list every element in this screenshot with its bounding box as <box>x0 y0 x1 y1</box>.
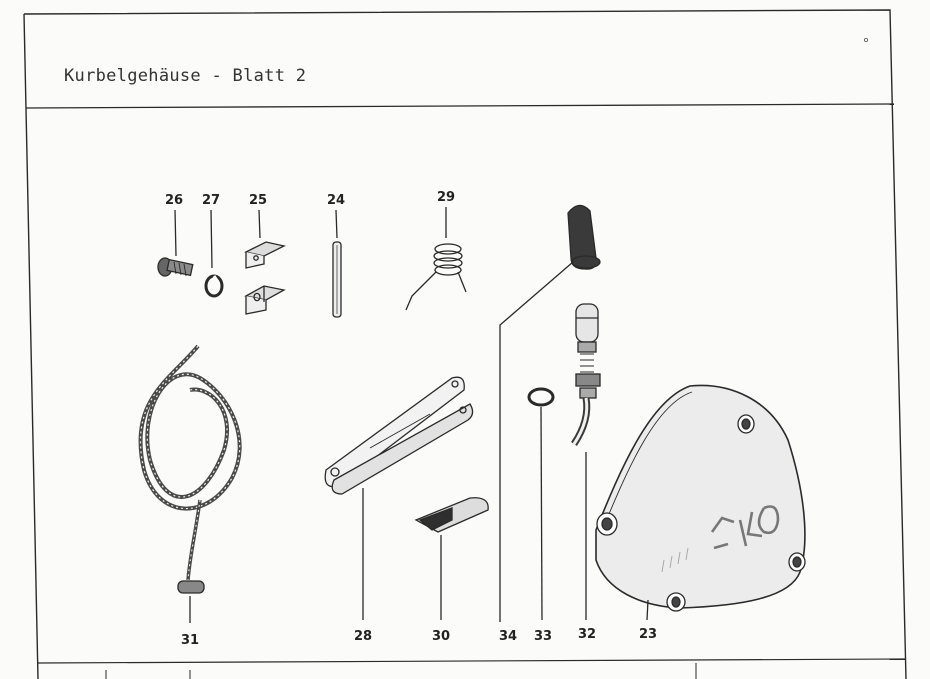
page-title: Kurbelgehäuse - Blatt 2 <box>64 66 307 86</box>
part-34-cap <box>499 204 601 622</box>
label-part-34: 34 <box>498 629 518 644</box>
part-33-washer <box>527 387 555 621</box>
label-part-29: 29 <box>436 190 456 205</box>
label-part-33: 33 <box>533 629 553 644</box>
label-part-31: 31 <box>180 633 200 648</box>
label-part-27: 27 <box>201 193 221 208</box>
label-part-30: 30 <box>431 629 451 644</box>
part-31-rope <box>138 344 242 623</box>
part-28-lever <box>324 376 474 620</box>
label-part-32: 32 <box>577 627 597 642</box>
part-32-fitting <box>571 303 601 620</box>
part-24-pin <box>332 209 342 318</box>
label-part-26: 26 <box>164 193 184 208</box>
part-27-washer <box>204 209 224 298</box>
part-29-spring <box>405 207 467 311</box>
label-part-23: 23 <box>638 627 658 642</box>
label-part-24: 24 <box>326 193 346 208</box>
part-30-clip <box>414 497 489 620</box>
label-part-25: 25 <box>248 193 268 208</box>
label-part-28: 28 <box>353 629 373 644</box>
part-25-bracket <box>244 209 286 315</box>
part-26-screw <box>157 209 194 277</box>
part-23-cover <box>595 384 806 621</box>
